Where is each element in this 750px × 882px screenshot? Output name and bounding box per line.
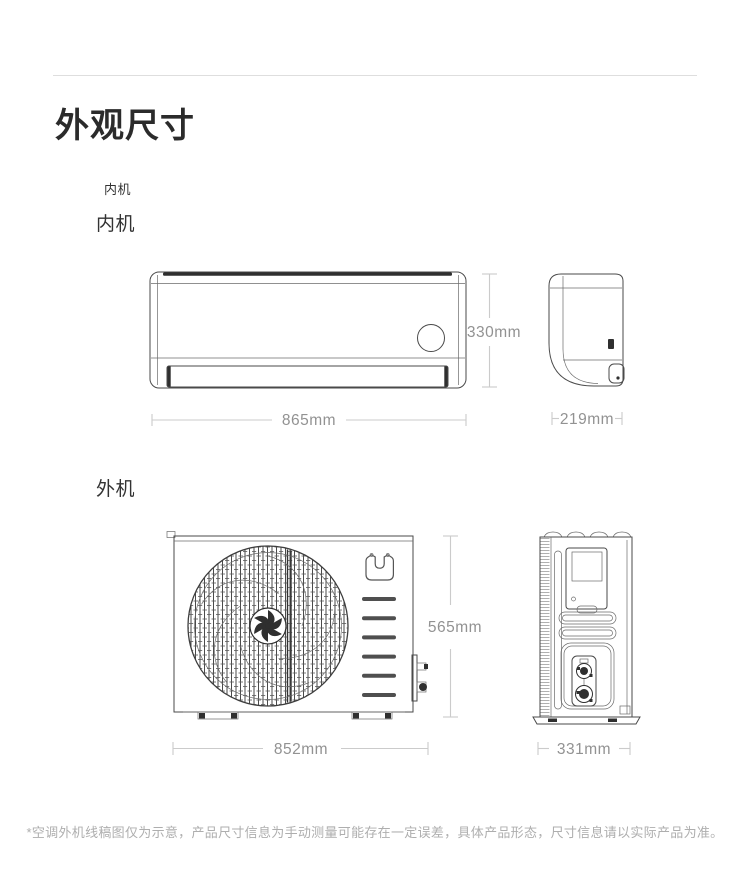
page-title: 外观尺寸 (55, 107, 195, 145)
indoor-unit-heading: 内机 (96, 214, 136, 235)
section-divider (53, 75, 697, 76)
tab-indoor-unit[interactable]: 内机 (104, 182, 132, 197)
outdoor-pipe-loop (560, 642, 615, 710)
indoor-depth-dimension: 219mm (551, 411, 623, 428)
indoor-side-sensor (608, 339, 614, 349)
indoor-width-label: 865mm (282, 412, 336, 429)
outdoor-unit-side-drawing (532, 531, 641, 725)
outdoor-depth-label: 331mm (557, 741, 611, 758)
outdoor-side-base (532, 716, 641, 725)
mijia-logo-icon (365, 553, 394, 581)
outdoor-width-label: 852mm (274, 741, 328, 758)
outdoor-fan-hub (249, 607, 287, 645)
outdoor-service-valves (411, 654, 428, 702)
outdoor-width-dimension: 852mm (172, 741, 429, 758)
indoor-unit-diagram: 330mm 865mm 219mm (149, 271, 625, 429)
indoor-unit-front-drawing (149, 271, 467, 389)
indoor-height-label: 330mm (467, 324, 521, 341)
indoor-air-outlet-flap (166, 365, 449, 388)
outdoor-coil-fins (540, 538, 551, 716)
indoor-depth-label: 219mm (560, 411, 614, 428)
indoor-display-circle (417, 324, 445, 352)
outdoor-front-feet (183, 711, 405, 720)
outdoor-side-handles (558, 611, 617, 640)
outdoor-unit-front-drawing (166, 531, 428, 720)
outdoor-height-dimension: 565mm (428, 535, 482, 718)
outdoor-depth-dimension: 331mm (537, 741, 631, 758)
disclaimer-footnote: *空调外机线稿图仅为示意，产品尺寸信息为手动测量可能存在一定误差，具体产品形态，… (26, 825, 724, 840)
outdoor-unit-heading: 外机 (96, 479, 136, 500)
indoor-width-dimension: 865mm (151, 412, 467, 429)
indoor-unit-side-drawing (548, 273, 625, 387)
outdoor-fan-blades (201, 547, 335, 705)
indoor-height-dimension: 330mm (467, 273, 521, 388)
outdoor-side-louvers (362, 597, 396, 697)
outdoor-unit-diagram: 565mm 852mm (166, 531, 641, 758)
outdoor-height-label: 565mm (428, 619, 482, 636)
indoor-top-inlet-grille (163, 272, 452, 276)
outdoor-electrical-box (565, 547, 608, 614)
